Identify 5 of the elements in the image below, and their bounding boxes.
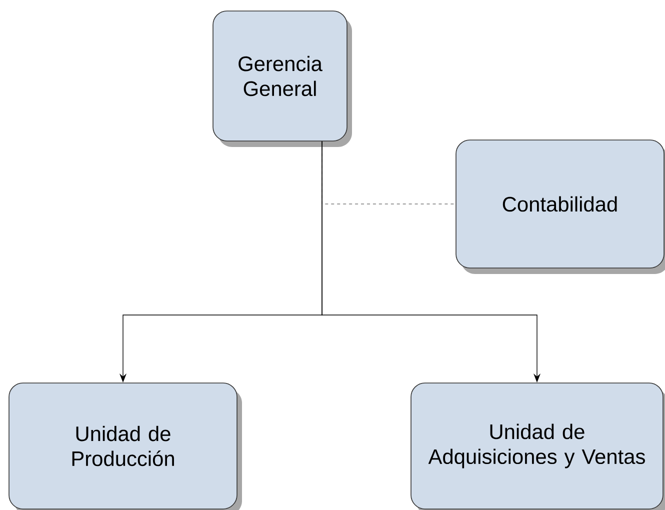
- org-box: Unidad de Producción: [8, 382, 242, 510]
- connector: [322, 141, 456, 204]
- org-box: Unidad de Adquisiciones y Ventas: [410, 382, 665, 510]
- org-box: Gerencia General: [212, 10, 352, 147]
- org-box: Contabilidad: [456, 140, 665, 274]
